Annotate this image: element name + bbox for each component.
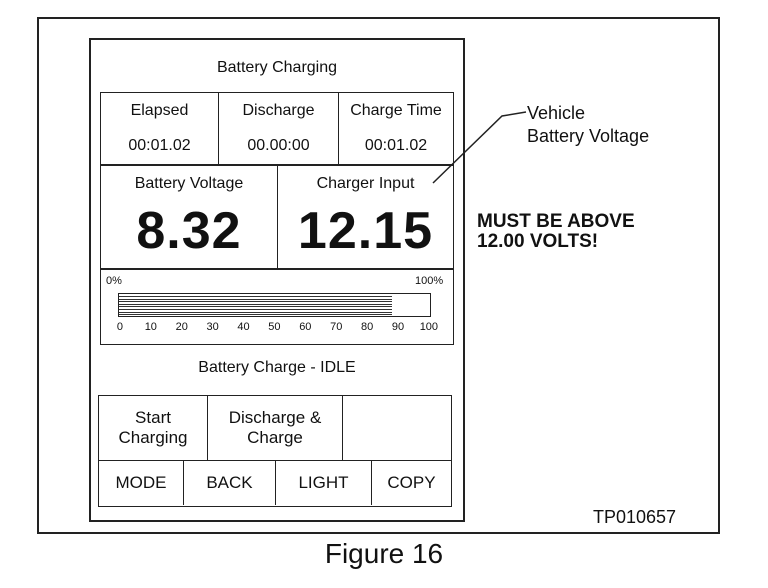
gauge-stripe xyxy=(119,298,392,300)
discharge-value: 00.00:00 xyxy=(247,137,310,154)
gauge-tick-label: 70 xyxy=(330,321,343,333)
callout-line1: Vehicle xyxy=(527,103,586,123)
discharge-charge-button[interactable]: Discharge & Charge xyxy=(208,396,343,460)
callout-label: Vehicle Battery Voltage xyxy=(527,102,649,148)
callout-line2: Battery Voltage xyxy=(527,126,650,146)
gauge-tick-label: 100 xyxy=(419,321,439,333)
document-code: TP010657 xyxy=(593,507,677,527)
back-button[interactable]: BACK xyxy=(184,460,276,505)
charger-screen-lower: Battery Charge - IDLE Start Charging Dis… xyxy=(89,38,465,522)
gauge-stripe xyxy=(119,311,392,313)
charger-input-label: Charger Input xyxy=(316,175,415,192)
gauge-tick-label: 60 xyxy=(299,321,312,333)
gauge-stripe xyxy=(119,296,392,297)
readouts-panel: Battery Voltage 8.32 Charger Input 12.15 xyxy=(100,164,454,270)
battery-voltage-cell: Battery Voltage 8.32 xyxy=(101,165,278,269)
charge-gauge-panel xyxy=(100,268,454,345)
battery-voltage-label: Battery Voltage xyxy=(134,175,244,192)
screen-title: Battery Charging xyxy=(216,59,338,76)
charge-status: Battery Charge - IDLE xyxy=(198,359,356,376)
charger-input-value: 12.15 xyxy=(297,202,434,260)
gauge-stripe xyxy=(119,309,392,310)
gauge-tick-label: 0 xyxy=(116,321,124,333)
gauge-tick-label: 80 xyxy=(361,321,374,333)
discharge-cell: Discharge 00.00:00 xyxy=(219,93,339,165)
mode-button[interactable]: MODE xyxy=(99,460,184,505)
battery-voltage-value: 8.32 xyxy=(136,202,242,260)
light-button[interactable]: LIGHT xyxy=(276,460,372,505)
charge-time-cell: Charge Time 00:01.02 xyxy=(339,93,453,165)
voltage-warning: MUST BE ABOVE 12.00 VOLTS! xyxy=(477,212,635,252)
warning-line1: MUST BE ABOVE xyxy=(477,211,635,232)
elapsed-label: Elapsed xyxy=(130,102,189,119)
charge-gauge-fill xyxy=(119,294,392,316)
charge-time-value: 00:01.02 xyxy=(364,137,428,154)
gauge-tick-label: 30 xyxy=(206,321,219,333)
gauge-max-label: 100% xyxy=(415,275,444,287)
gauge-tick-label: 50 xyxy=(268,321,281,333)
charger-screen: Battery Charging Elapsed 00:01.02 Discha… xyxy=(89,38,465,522)
charge-time-label: Charge Time xyxy=(350,102,442,119)
charge-gauge-bar xyxy=(118,293,431,317)
discharge-label: Discharge xyxy=(242,102,315,119)
charger-input-cell: Charger Input 12.15 xyxy=(278,165,453,269)
gauge-stripe xyxy=(119,306,392,308)
start-charging-button[interactable]: Start Charging xyxy=(99,396,208,460)
elapsed-cell: Elapsed 00:01.02 xyxy=(101,93,219,165)
gauge-min-label: 0% xyxy=(106,275,122,287)
elapsed-value: 00:01.02 xyxy=(128,137,191,154)
button-panel: Start Charging Discharge & Charge MODE B… xyxy=(98,395,452,507)
gauge-tick-label: 90 xyxy=(391,321,405,333)
warning-line2: 12.00 VOLTS! xyxy=(477,231,599,252)
copy-button[interactable]: COPY xyxy=(372,460,451,505)
gauge-stripe xyxy=(119,301,392,303)
gauge-tick-label: 40 xyxy=(237,321,250,333)
gauge-tick-label: 20 xyxy=(175,321,188,333)
gauge-tick-label: 10 xyxy=(144,321,157,333)
gauge-stripe xyxy=(119,303,392,305)
gauge-stripe xyxy=(119,314,392,316)
figure-frame xyxy=(37,17,720,534)
figure-caption: Figure 16 xyxy=(324,538,444,569)
